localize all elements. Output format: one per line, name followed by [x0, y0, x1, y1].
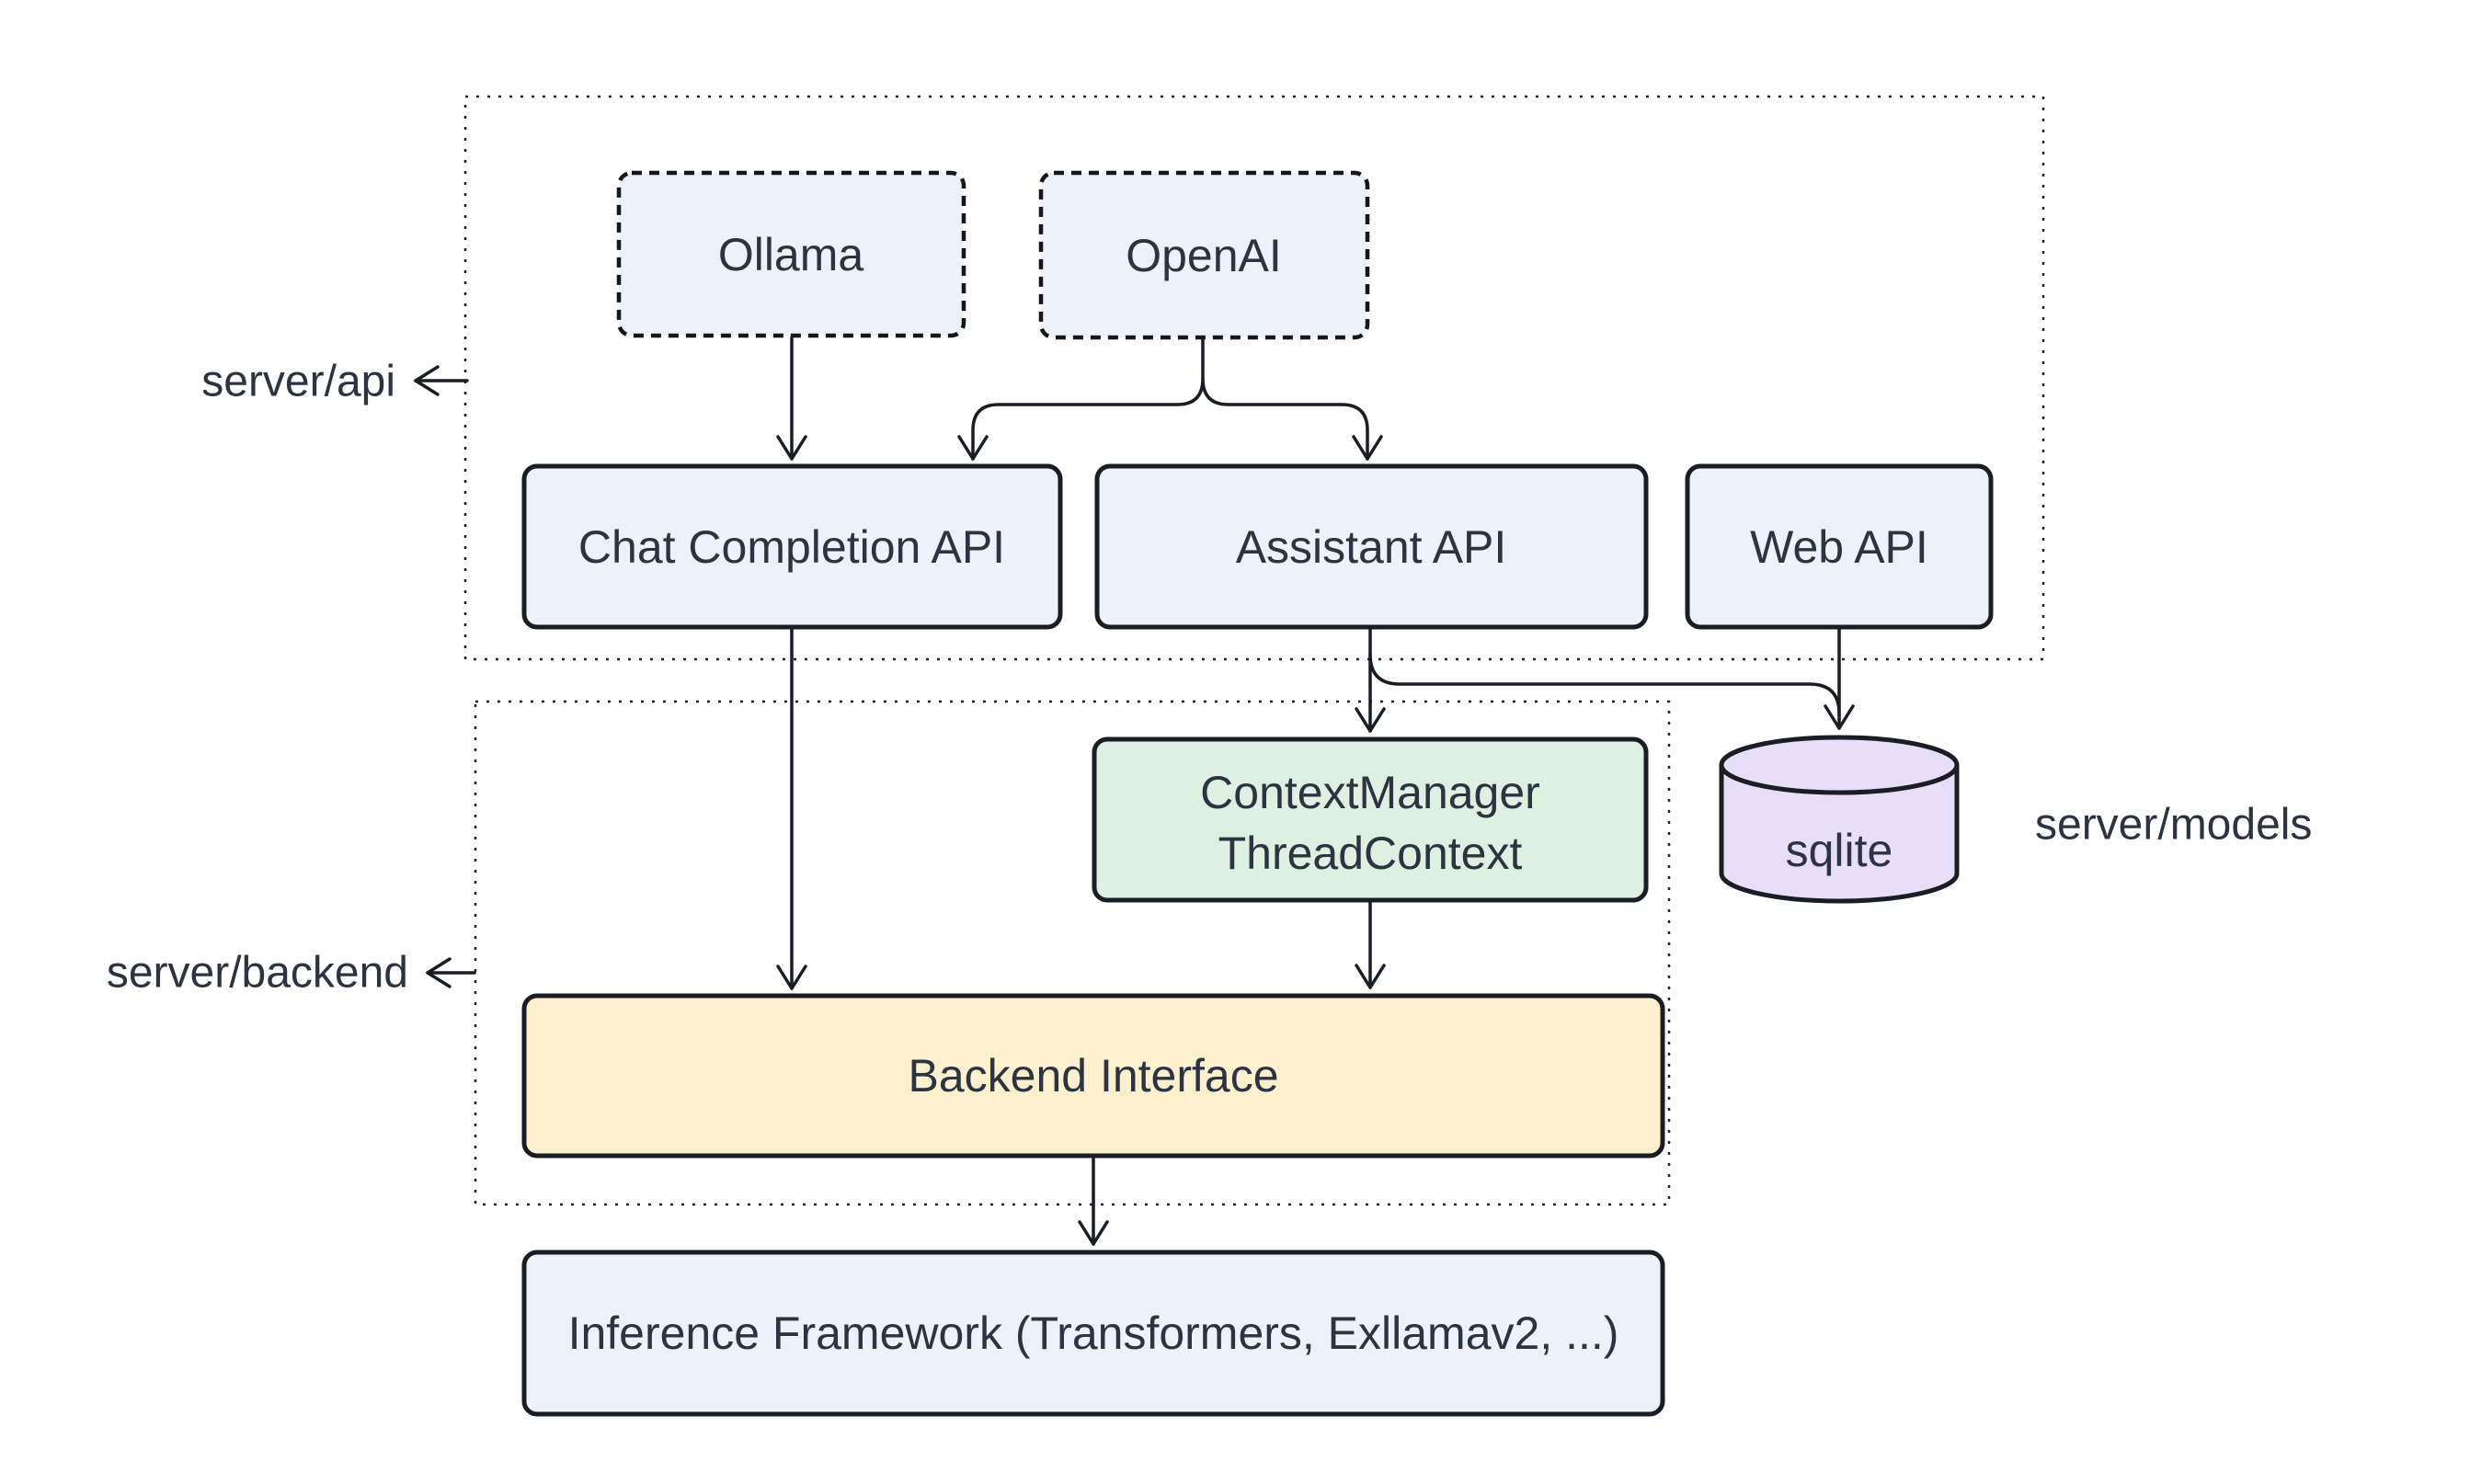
node-web-api: Web API [1685, 463, 1994, 630]
node-ollama-label: Ollama [718, 229, 864, 280]
node-inference-framework-label: Inference Framework (Transformers, Exlla… [568, 1307, 1619, 1359]
database-cylinder-body [1719, 765, 1960, 904]
node-openai-label: OpenAI [1126, 230, 1282, 281]
server-backend-zone [474, 700, 1671, 1206]
node-sqlite-database: sqlite [1719, 735, 1960, 904]
node-inference-framework: Inference Framework (Transformers, Exlla… [521, 1250, 1665, 1417]
node-context-manager: ContextManager ThreadContext [1092, 736, 1649, 903]
node-backend-interface-label: Backend Interface [908, 1050, 1278, 1102]
server-backend-zone-label: server/backend [107, 949, 408, 998]
server-api-zone-label: server/api [201, 358, 395, 406]
node-assistant-api-label: Assistant API [1236, 521, 1507, 573]
node-web-api-label: Web API [1750, 521, 1928, 573]
edge-openai-to-chat [957, 336, 1205, 461]
node-chat-completion-api: Chat Completion API [521, 463, 1063, 630]
server-models-zone-label: server/models [2035, 801, 2312, 850]
edge-openai-to-assistant [1201, 377, 1383, 461]
database-cylinder-top [1719, 735, 1960, 795]
node-assistant-api: Assistant API [1094, 463, 1649, 630]
node-ollama: Ollama [616, 170, 966, 338]
edge-assistant-to-sqlite [1368, 653, 1841, 715]
node-sqlite-label: sqlite [1786, 825, 1893, 876]
node-backend-interface: Backend Interface [521, 993, 1665, 1159]
node-openai: OpenAI [1038, 170, 1370, 340]
node-context-manager-label-line2: ThreadContext [1218, 828, 1523, 879]
node-chat-completion-api-label: Chat Completion API [578, 521, 1005, 573]
node-context-manager-label-line1: ContextManager [1200, 767, 1540, 818]
